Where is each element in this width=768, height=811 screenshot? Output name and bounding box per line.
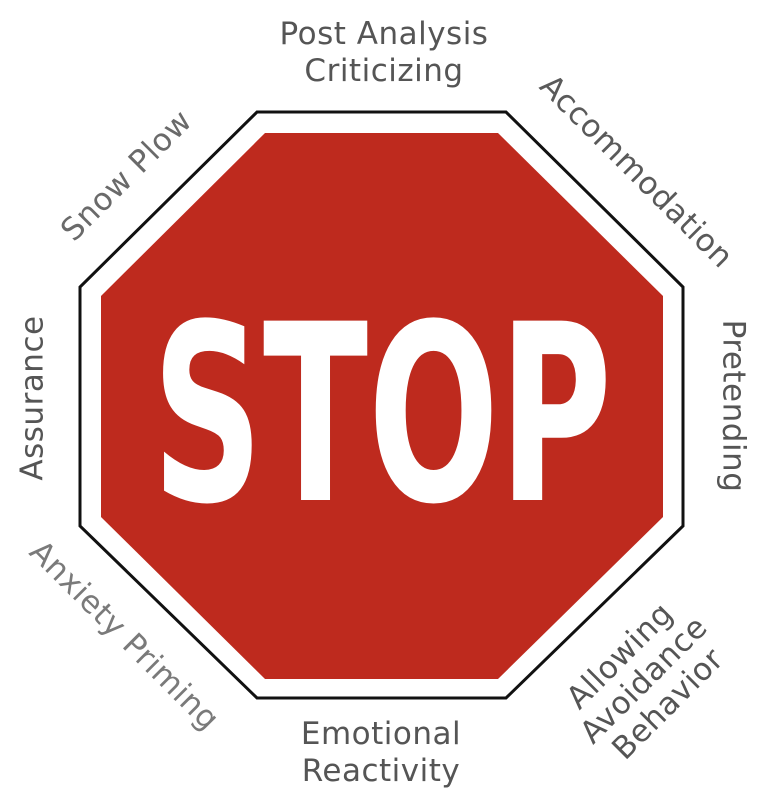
label-post-analysis-criticizing: Post Analysis Criticizing: [280, 16, 489, 90]
label-top-line-2: Criticizing: [304, 53, 464, 89]
label-pretending: Pretending: [715, 320, 752, 493]
label-left-text: Assurance: [14, 315, 51, 481]
label-top-line-1: Post Analysis: [279, 16, 489, 52]
stop-sign-text: STOP: [152, 273, 612, 559]
label-assurance: Assurance: [15, 315, 52, 480]
label-bottom-line-2: Reactivity: [301, 753, 461, 789]
label-right-text: Pretending: [715, 319, 752, 493]
label-bottom-line-1: Emotional: [300, 716, 462, 752]
label-emotional-reactivity: Emotional Reactivity: [301, 716, 461, 790]
stop-sign-face: [101, 133, 663, 679]
